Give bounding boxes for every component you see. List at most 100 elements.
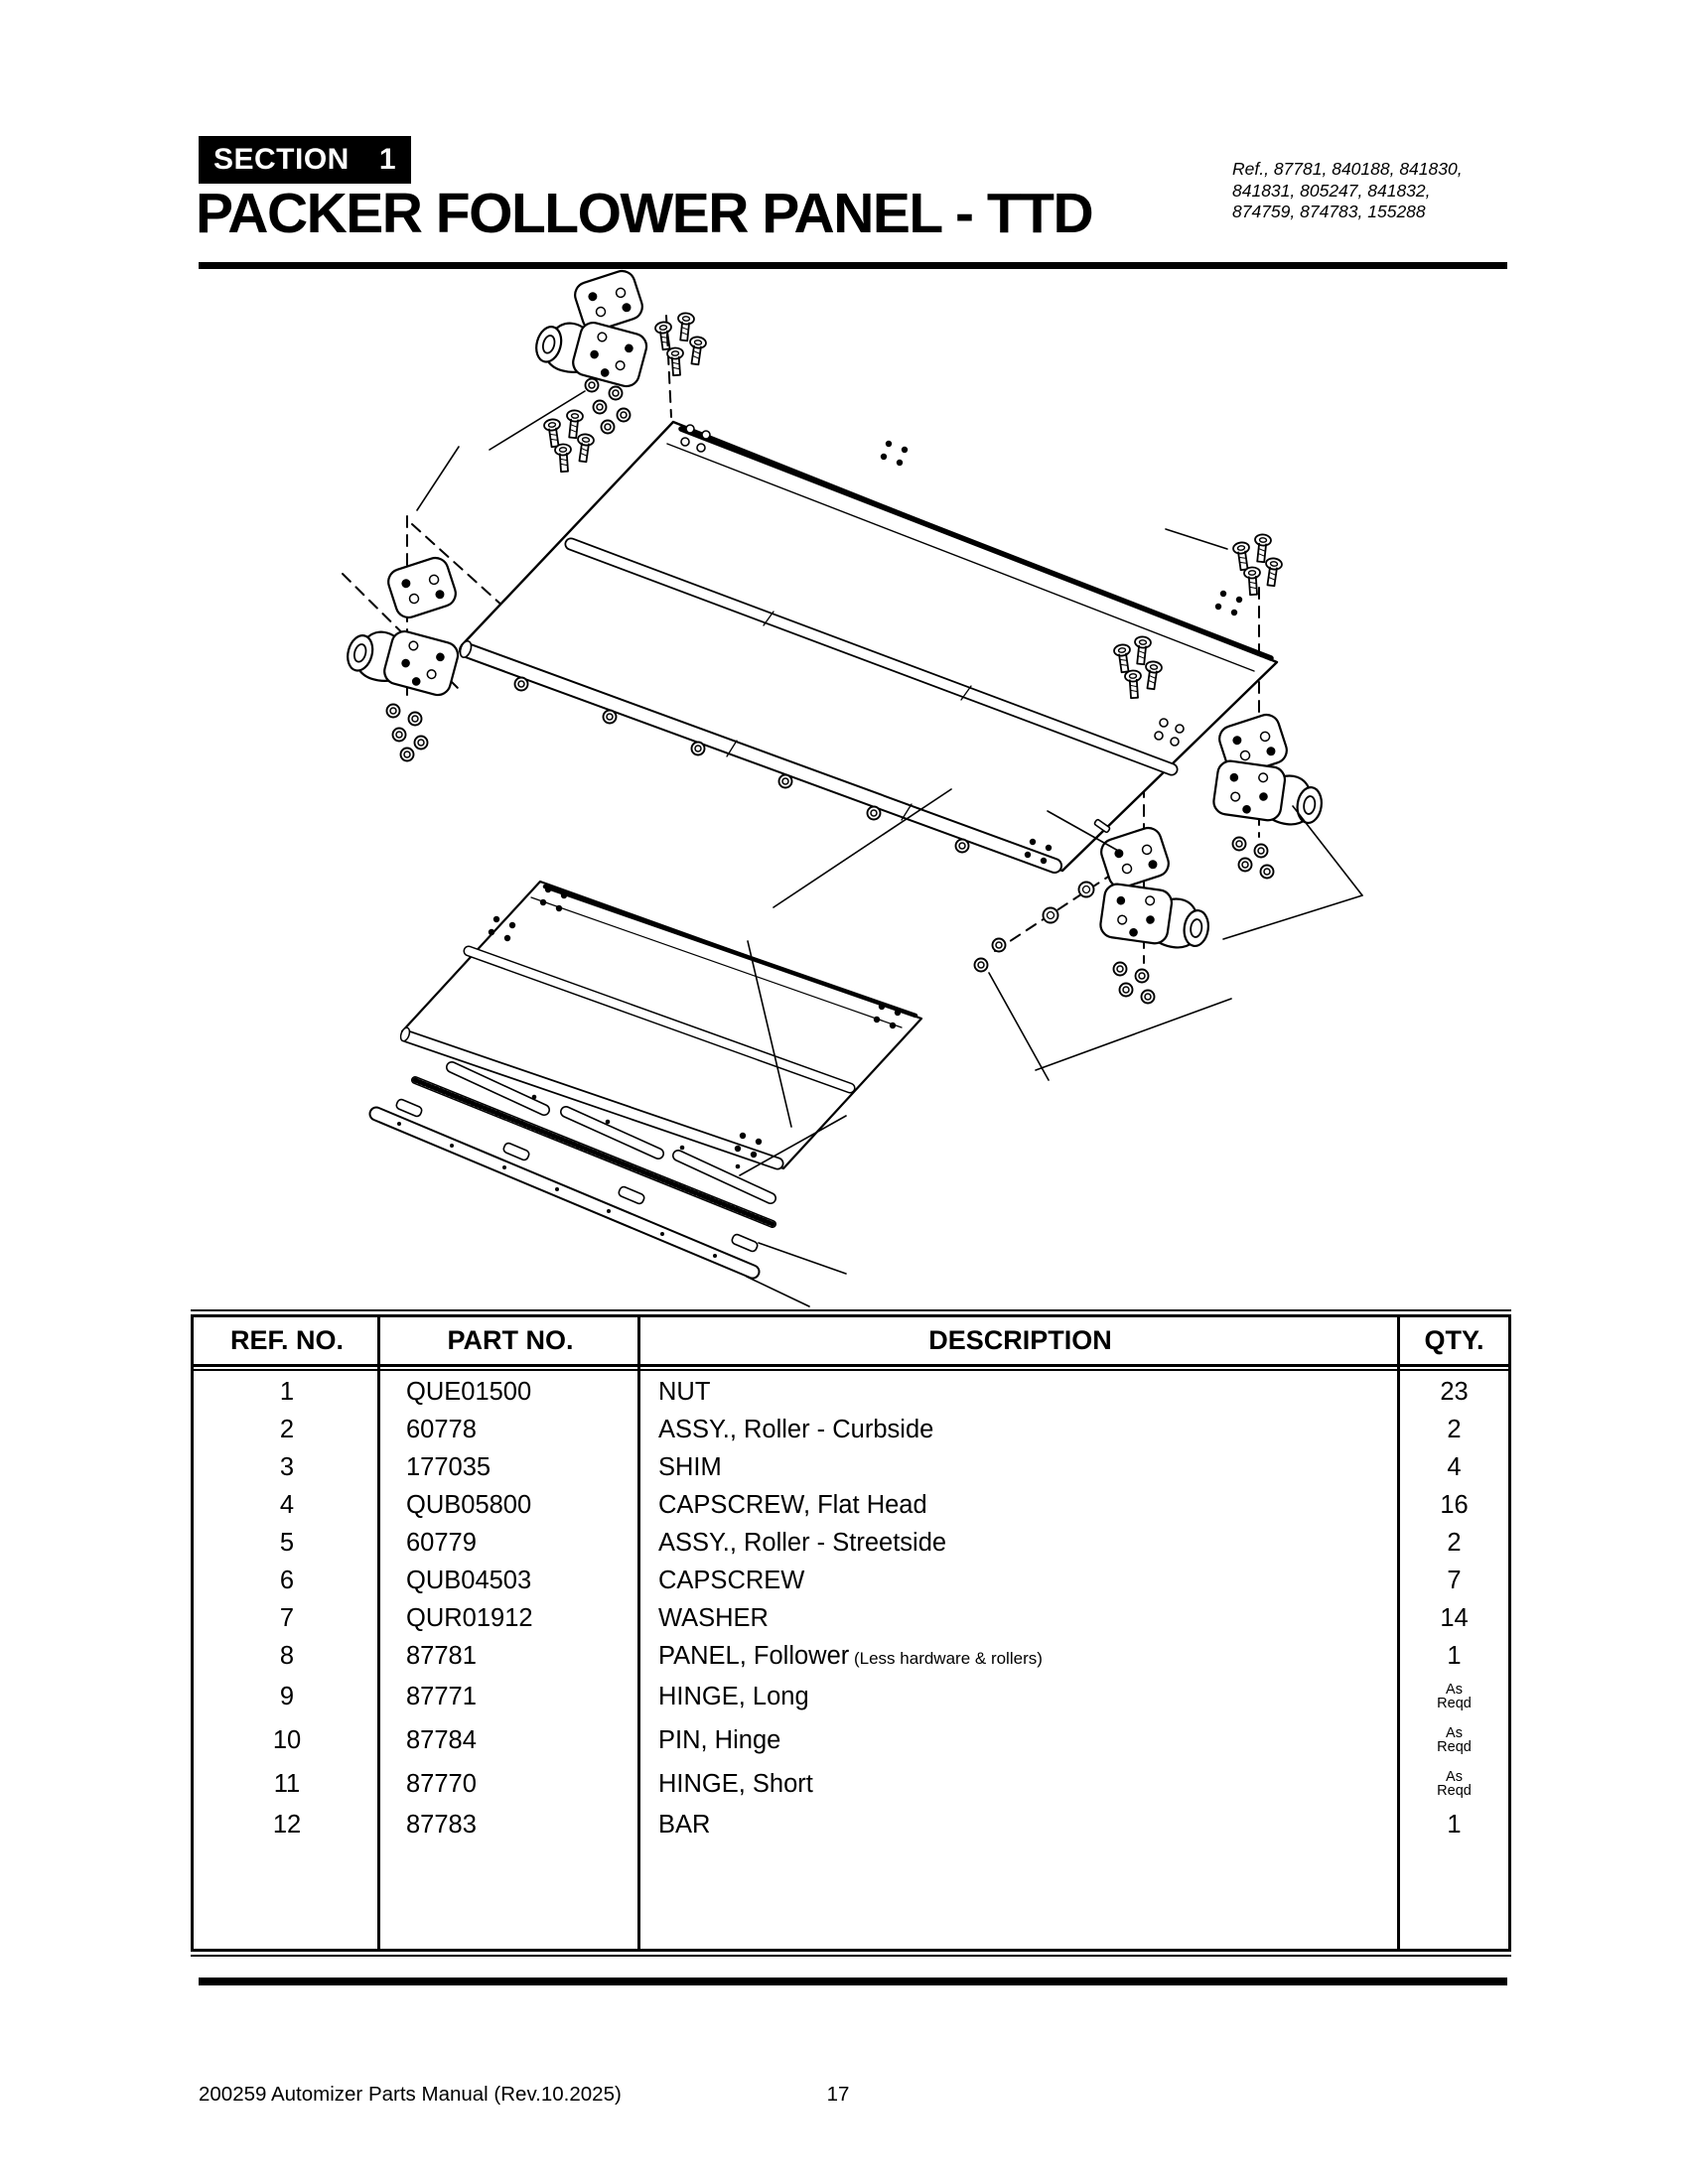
description-main: CAPSCREW bbox=[658, 1566, 805, 1594]
roller-assembly-right-lower bbox=[1097, 881, 1214, 953]
cell-part-no: 60779 bbox=[406, 1528, 477, 1557]
panel-holes bbox=[880, 440, 909, 467]
cell-part-no: QUR01912 bbox=[406, 1603, 533, 1632]
cell-qty: 23 bbox=[1440, 1377, 1469, 1406]
parts-table: REF. NO. PART NO. DESCRIPTION QTY. 1 QUE0… bbox=[191, 1309, 1511, 1957]
table-row: 1 QUE01500 NUT 23 bbox=[194, 1373, 1508, 1411]
table-row: 3 177035 SHIM 4 bbox=[194, 1448, 1508, 1486]
cell-ref-no: 5 bbox=[279, 1528, 295, 1557]
table-row: 5 60779 ASSY., Roller - Streetside 2 bbox=[194, 1524, 1508, 1562]
cell-ref-no: 3 bbox=[279, 1452, 295, 1481]
hinge-tube-panel-front bbox=[399, 1026, 784, 1170]
cell-qty: 7 bbox=[1447, 1566, 1462, 1594]
page-title: PACKER FOLLOWER PANEL - TTD bbox=[196, 182, 1094, 245]
footer-page-number: 17 bbox=[826, 2083, 850, 2106]
cell-part-no: 177035 bbox=[406, 1452, 492, 1481]
cell-ref-no: 4 bbox=[279, 1490, 295, 1519]
shim-plate-right-upper bbox=[1214, 710, 1292, 779]
cell-description: HINGE, Short bbox=[640, 1770, 1400, 1799]
description-main: HINGE, Long bbox=[658, 1682, 809, 1710]
capscrew-cluster-c bbox=[1112, 634, 1164, 700]
cell-ref-no: 12 bbox=[272, 1810, 302, 1839]
cell-description: BAR bbox=[640, 1811, 1400, 1840]
roller-assembly-right-upper bbox=[1210, 757, 1328, 830]
cell-qty: As Reqd bbox=[1437, 1682, 1472, 1711]
panel-holes bbox=[680, 424, 711, 453]
section-badge: SECTION 1 bbox=[199, 136, 411, 184]
column-divider bbox=[1397, 1317, 1400, 1949]
shim-plate-right-lower bbox=[1096, 823, 1174, 892]
hinge-tube-panel-middle bbox=[463, 945, 856, 1094]
cell-description: ASSY., Roller - Curbside bbox=[640, 1416, 1400, 1444]
description-main: CAPSCREW, Flat Head bbox=[658, 1490, 927, 1519]
roller-assembly-top bbox=[530, 308, 651, 392]
hinge-pin bbox=[1093, 818, 1111, 834]
hinge-tube-middle bbox=[564, 537, 1179, 776]
cell-description: ASSY., Roller - Streetside bbox=[640, 1529, 1400, 1558]
cell-description: HINGE, Long bbox=[640, 1683, 1400, 1711]
cell-ref-no: 6 bbox=[279, 1566, 295, 1594]
description-main: PIN, Hinge bbox=[658, 1725, 781, 1754]
table-row: 10 87784 PIN, Hinge As Reqd bbox=[194, 1718, 1508, 1762]
header-qty: QTY. bbox=[1424, 1325, 1484, 1355]
cell-part-no: 87771 bbox=[406, 1682, 477, 1710]
cell-part-no: QUE01500 bbox=[406, 1377, 532, 1406]
cell-ref-no: 10 bbox=[272, 1725, 302, 1754]
leader-lines bbox=[416, 390, 1363, 1307]
hinge-tube-front bbox=[459, 640, 1062, 874]
footer-manual-title: 200259 Automizer Parts Manual (Rev.10.20… bbox=[199, 2083, 622, 2106]
hinge-tube-nuts bbox=[513, 676, 970, 854]
description-main: ASSY., Roller - Streetside bbox=[658, 1528, 947, 1557]
cell-description: PIN, Hinge bbox=[640, 1726, 1400, 1755]
description-main: PANEL, Follower bbox=[658, 1641, 850, 1670]
cell-qty: 4 bbox=[1447, 1452, 1462, 1481]
bar bbox=[368, 1106, 761, 1280]
header-rule bbox=[199, 262, 1507, 269]
cell-part-no: 87784 bbox=[406, 1725, 477, 1754]
capscrew-cluster-b bbox=[542, 408, 596, 474]
description-main: NUT bbox=[658, 1377, 711, 1406]
cell-description: CAPSCREW, Flat Head bbox=[640, 1491, 1400, 1520]
nut-cluster-right-upper bbox=[1231, 836, 1275, 880]
nut-cluster-right-lower bbox=[1112, 961, 1156, 1005]
cell-qty: 14 bbox=[1440, 1603, 1469, 1632]
cell-qty: 2 bbox=[1447, 1528, 1462, 1557]
capscrew-cluster-a bbox=[653, 311, 708, 377]
description-main: SHIM bbox=[658, 1452, 722, 1481]
section-badge-number: 1 bbox=[378, 143, 396, 176]
cell-description: NUT bbox=[640, 1378, 1400, 1407]
cell-ref-no: 8 bbox=[279, 1641, 295, 1670]
follower-panel bbox=[399, 880, 923, 1170]
header-ref-no: REF. NO. bbox=[229, 1325, 344, 1355]
cell-part-no: QUB05800 bbox=[406, 1490, 532, 1519]
cell-description: SHIM bbox=[640, 1453, 1400, 1482]
hinge-strips-short bbox=[446, 1061, 776, 1204]
cell-qty: As Reqd bbox=[1437, 1725, 1472, 1755]
panel-front-holes bbox=[457, 1069, 741, 1169]
hinge-pin-rod bbox=[411, 1076, 776, 1228]
description-main: HINGE, Short bbox=[658, 1769, 813, 1798]
capscrew-cluster-d bbox=[1231, 532, 1284, 597]
header-description: DESCRIPTION bbox=[928, 1325, 1112, 1355]
cell-description: PANEL, Follower (Less hardware & rollers… bbox=[640, 1642, 1400, 1671]
cell-ref-no: 11 bbox=[273, 1769, 301, 1798]
cell-description: WASHER bbox=[640, 1604, 1400, 1633]
cell-description: CAPSCREW bbox=[640, 1567, 1400, 1595]
main-panel bbox=[459, 420, 1279, 874]
description-main: BAR bbox=[658, 1810, 711, 1839]
cell-ref-no: 2 bbox=[279, 1415, 295, 1443]
column-divider bbox=[377, 1317, 380, 1949]
header-part-no: PART NO. bbox=[447, 1325, 574, 1355]
cell-ref-no: 1 bbox=[279, 1377, 295, 1406]
column-divider bbox=[637, 1317, 640, 1949]
shim-plate-top bbox=[570, 266, 647, 336]
nut-cluster-top bbox=[584, 377, 632, 435]
